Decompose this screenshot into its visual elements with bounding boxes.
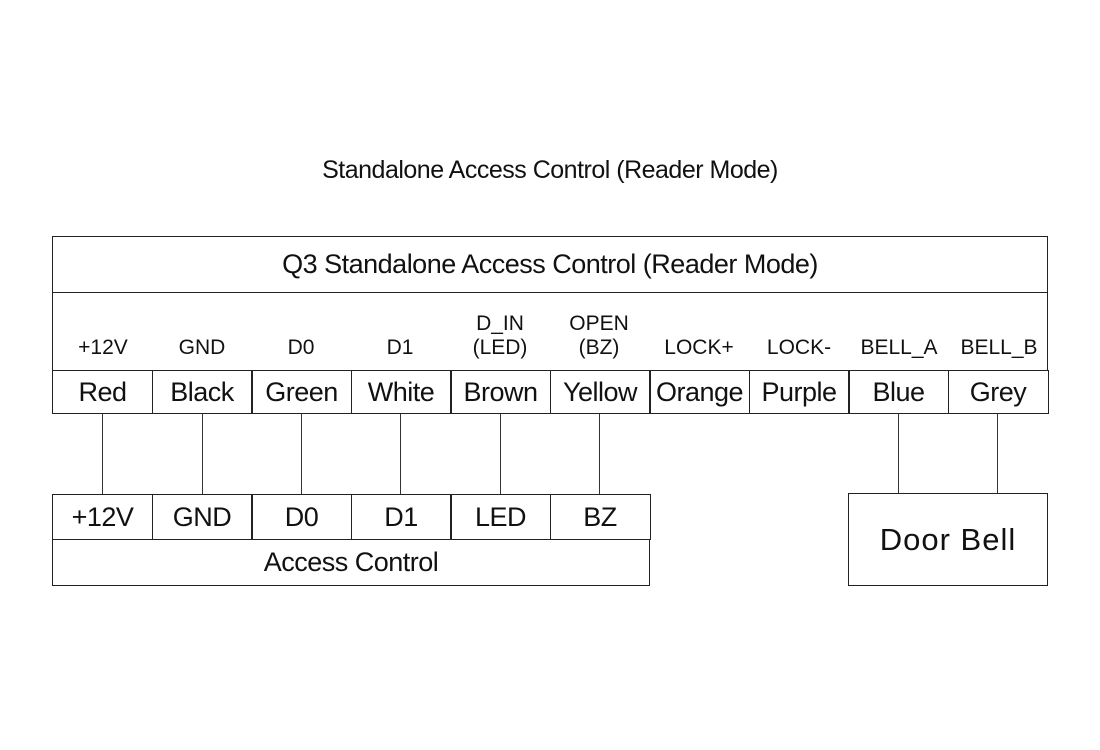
pin-label: GND bbox=[178, 336, 226, 359]
connection-line bbox=[102, 414, 103, 494]
connection-line bbox=[202, 414, 203, 494]
connection-line bbox=[599, 414, 600, 494]
pin-label: D_IN (LED) bbox=[472, 312, 528, 359]
pin-label: D1 bbox=[386, 336, 414, 359]
access-control-terminals: +12V GND D0 D1 LED BZ bbox=[52, 494, 651, 540]
wire-color-cell: Green bbox=[251, 370, 352, 414]
connection-line bbox=[500, 414, 501, 494]
diagram-title: Standalone Access Control (Reader Mode) bbox=[322, 156, 778, 184]
wire-colors-row: Red Black Green White Brown Yellow Orang… bbox=[52, 370, 1049, 414]
door-bell-box: Door Bell bbox=[848, 493, 1048, 586]
pin-label: +12V bbox=[78, 336, 128, 359]
wire-color-cell: Red bbox=[52, 370, 153, 414]
wire-color-cell: Brown bbox=[450, 370, 551, 414]
wire-color-cell: Purple bbox=[748, 370, 850, 414]
wire-color-cell: White bbox=[350, 370, 452, 414]
connection-line bbox=[301, 414, 302, 494]
pin-label: LOCK+ bbox=[664, 336, 734, 359]
wire-color-cell: Grey bbox=[947, 370, 1049, 414]
wire-color-cell: Blue bbox=[848, 370, 949, 414]
wire-color-cell: Yellow bbox=[549, 370, 651, 414]
terminal-cell: BZ bbox=[549, 494, 651, 540]
access-control-label: Access Control bbox=[52, 539, 650, 586]
terminal-cell: GND bbox=[151, 494, 253, 540]
terminal-cell: LED bbox=[450, 494, 551, 540]
connection-line bbox=[997, 414, 998, 493]
pin-label: BELL_A bbox=[860, 336, 938, 359]
connection-line bbox=[400, 414, 401, 494]
pin-label: LOCK- bbox=[766, 336, 832, 359]
controller-header: Q3 Standalone Access Control (Reader Mod… bbox=[52, 236, 1048, 293]
terminal-cell: +12V bbox=[52, 494, 153, 540]
terminal-cell: D0 bbox=[251, 494, 352, 540]
pin-labels-row: +12V GND D0 D1 D_IN (LED) OPEN (BZ) LOCK… bbox=[52, 293, 1048, 370]
pin-label: BELL_B bbox=[960, 336, 1038, 359]
pin-label: D0 bbox=[287, 336, 315, 359]
terminal-cell: D1 bbox=[350, 494, 452, 540]
connection-line bbox=[898, 414, 899, 493]
wire-color-cell: Orange bbox=[649, 370, 750, 414]
wire-color-cell: Black bbox=[151, 370, 253, 414]
pin-label: OPEN (BZ) bbox=[569, 312, 629, 359]
